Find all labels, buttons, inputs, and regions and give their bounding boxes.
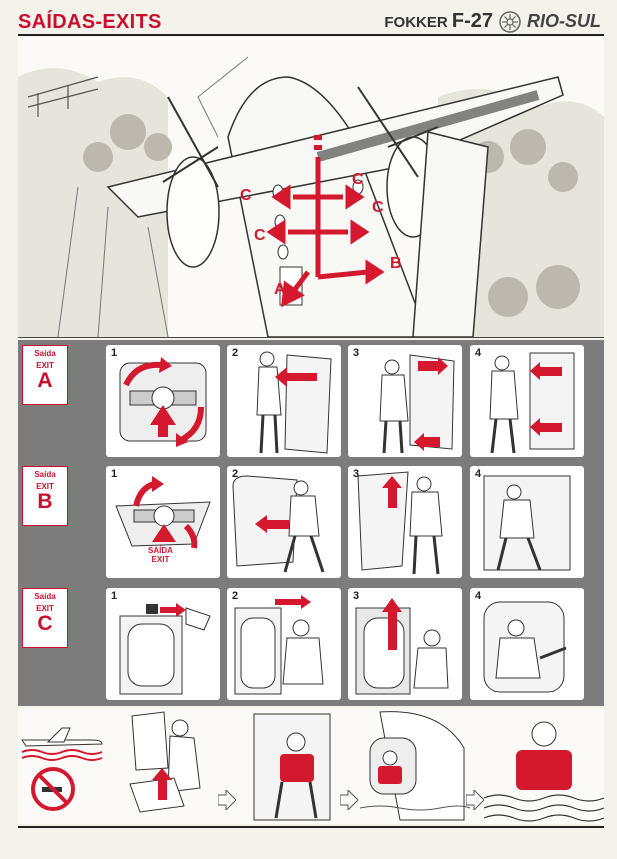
climb-out-window-illustration (483, 601, 567, 693)
ditch-step-2 (240, 708, 342, 824)
step-c-1: 1 (106, 588, 220, 700)
push-door-out-illustration (489, 352, 575, 454)
exit-tag-b: Saída EXIT B (22, 466, 68, 526)
step-b-3: 3 (348, 466, 462, 578)
aircraft-scene (18, 56, 604, 337)
tag-word: Saída (34, 470, 56, 479)
tag-letter: A (37, 369, 53, 392)
step-number: 4 (475, 347, 482, 359)
header-right: FOKKER F-27 RIO-SUL (384, 10, 601, 33)
tag-letter: B (37, 490, 53, 513)
step-number: 1 (111, 468, 118, 480)
arrow-right-icon (218, 790, 236, 810)
step-a-4: 4 (470, 345, 584, 457)
pull-door-illustration (256, 351, 332, 454)
aircraft-exits-illustration: C C C C A B (18, 37, 604, 338)
lift-hatch-illustration (357, 471, 443, 575)
title-exits: EXITS (102, 11, 162, 33)
handle-rotate-illustration (119, 357, 207, 447)
arrow-right-icon (466, 790, 484, 810)
exit-aircraft-illustration (360, 711, 470, 821)
ditching-instructions (18, 708, 604, 824)
exit-sign: SAÍDA EXIT (148, 546, 173, 564)
footer-rule (18, 826, 604, 828)
step-number: 3 (353, 347, 360, 359)
tag-exit: EXIT (36, 361, 54, 370)
header-rule (18, 34, 604, 36)
step-b-1: 1 SAÍDA EXIT (106, 466, 220, 578)
step-number: 4 (475, 590, 482, 602)
title-saidas: SAÍDAS (18, 11, 96, 33)
arrow-right-icon (340, 790, 358, 810)
tag-letter: C (37, 612, 53, 635)
page-title: SAÍDAS-EXITS (18, 11, 162, 34)
step-c-3: 3 (348, 588, 462, 700)
lift-window-illustration (355, 598, 449, 695)
no-smoking-icon (31, 767, 75, 811)
exit-label-c-4: C (372, 199, 384, 216)
step-number: 2 (232, 347, 239, 359)
exit-sign-word: SAÍDA (148, 546, 173, 555)
exit-tag-a: Saída EXIT A (22, 345, 68, 405)
exit-through-opening-illustration (483, 475, 571, 571)
exit-tag-c: Saída EXIT C (22, 588, 68, 648)
step-number: 2 (232, 590, 239, 602)
hold-cushion-illustration (253, 713, 331, 821)
tag-exit: EXIT (36, 604, 54, 613)
title-separator: - (95, 11, 103, 33)
pull-handle-illustration (234, 595, 324, 695)
step-c-2: 2 (227, 588, 341, 700)
step-number: 3 (353, 590, 360, 602)
model-number: F-27 (451, 10, 493, 32)
step-b-4: 4 (470, 466, 584, 578)
exit-sign-exit: EXIT (151, 555, 170, 564)
ditch-step-4 (484, 708, 604, 824)
airline-logo-icon (499, 10, 521, 33)
float-with-cushion-illustration (484, 721, 604, 822)
aircraft-model: FOKKER F-27 (384, 10, 493, 33)
aircraft-water-icon (21, 727, 103, 761)
ditch-step-3 (360, 708, 470, 824)
remove-cover-illustration (119, 603, 211, 695)
step-number: 3 (353, 468, 360, 480)
step-number: 1 (111, 590, 118, 602)
exit-label-c-3: C (352, 171, 364, 188)
exit-label-b: B (390, 255, 402, 272)
exit-label-a: A (274, 281, 286, 298)
step-a-1: 1 (106, 345, 220, 457)
step-b-2: 2 (227, 466, 341, 578)
pull-hatch-illustration (232, 475, 325, 573)
exit-label-c-2: C (254, 227, 266, 244)
step-c-4: 4 (470, 588, 584, 700)
step-number: 2 (232, 468, 239, 480)
exit-label-c-1: C (240, 187, 252, 204)
handle-rotate-illustration (115, 476, 211, 549)
step-number: 4 (475, 468, 482, 480)
tag-word: Saída (34, 349, 56, 358)
step-a-3: 3 (348, 345, 462, 457)
remove-seat-cushion-illustration (129, 711, 201, 813)
lift-door-illustration (379, 354, 455, 454)
ditch-step-1 (114, 708, 222, 824)
model-prefix: FOKKER (384, 14, 448, 31)
tag-exit: EXIT (36, 482, 54, 491)
tag-word: Saída (34, 592, 56, 601)
step-number: 1 (111, 347, 118, 359)
step-a-2: 2 (227, 345, 341, 457)
airline-name: RIO-SUL (527, 11, 601, 31)
